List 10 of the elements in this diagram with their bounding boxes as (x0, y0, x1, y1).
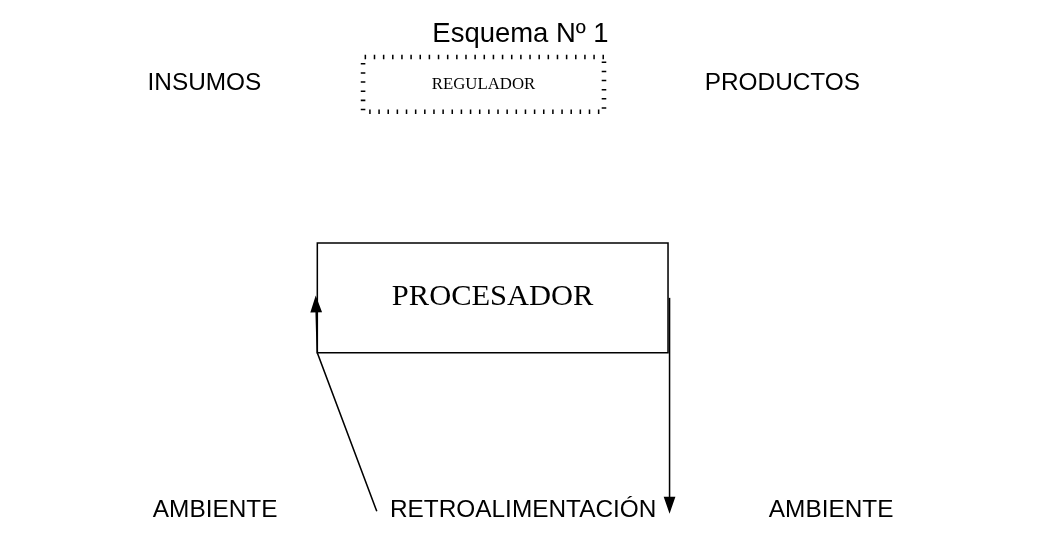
label: PRODUCTOS (704, 68, 860, 96)
label: AMBIENTE (768, 495, 893, 523)
diagram-title: Esquema Nº 1 (431, 17, 609, 49)
label: AMBIENTE (152, 495, 277, 523)
node-text: RETROALIMENTACIÓN (389, 495, 656, 523)
node-box: PROCESADOR (316, 242, 669, 354)
label: INSUMOS (147, 68, 261, 96)
node-box: REGULADOR (360, 54, 606, 115)
arrow (663, 297, 675, 514)
arrow (309, 295, 378, 513)
